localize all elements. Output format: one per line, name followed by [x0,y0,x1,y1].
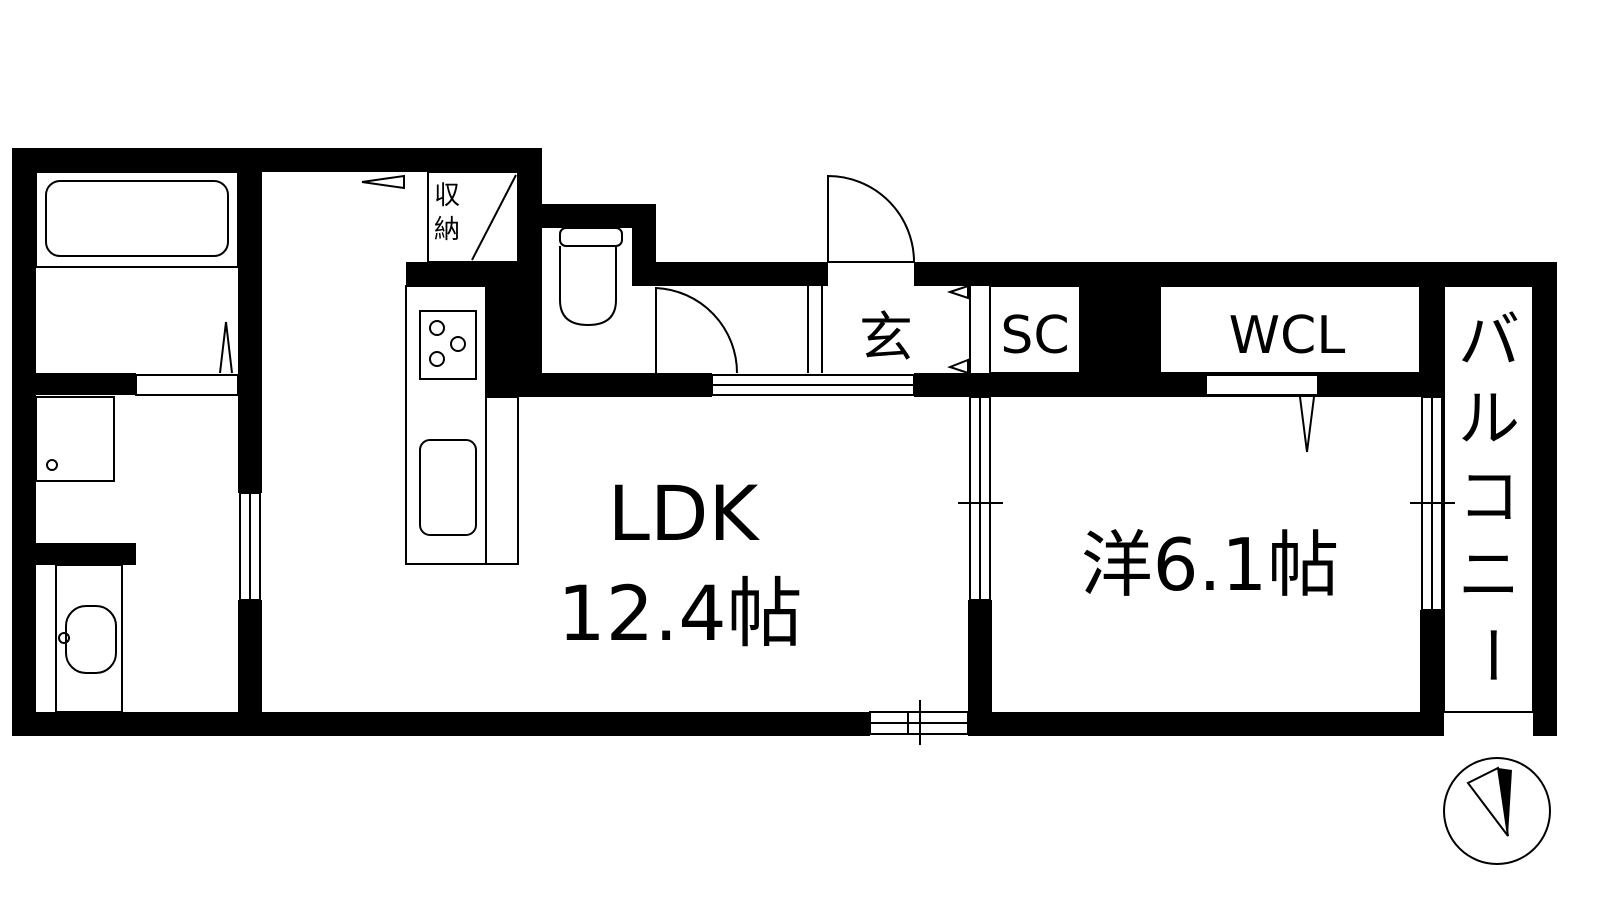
storage-label-line1: 収 [434,181,460,211]
toilet [559,227,623,247]
kitchen-counter [405,285,487,565]
shoe-closet-label: SC [1000,306,1069,366]
storage-label-line2: 納 [434,215,460,245]
balcony-char: ル [1458,382,1520,455]
balcony-char: ニ [1458,538,1520,611]
stove [419,310,477,380]
walls [12,148,1557,736]
balcony-char: バ [1458,304,1520,377]
ldk-size-label: 12.4帖 [557,569,802,658]
vanity [55,564,123,713]
balcony-label: バ ル コ ニ ー [1455,304,1528,686]
balcony-char: コ [1458,460,1520,533]
door-swings [471,174,916,374]
ldk-label: LDK [608,469,761,558]
western-room-label: 洋6.1帖 [1081,523,1340,607]
entrance-label: 玄 [859,306,913,369]
walk-in-closet-label: WCL [1229,306,1346,366]
sink [419,439,477,536]
fixtures [35,171,1534,713]
bathtub [35,171,239,268]
balcony-char: ー [1455,624,1528,686]
compass-icon [1443,757,1551,865]
openings [135,374,1455,745]
washing-machine-space [35,396,115,482]
